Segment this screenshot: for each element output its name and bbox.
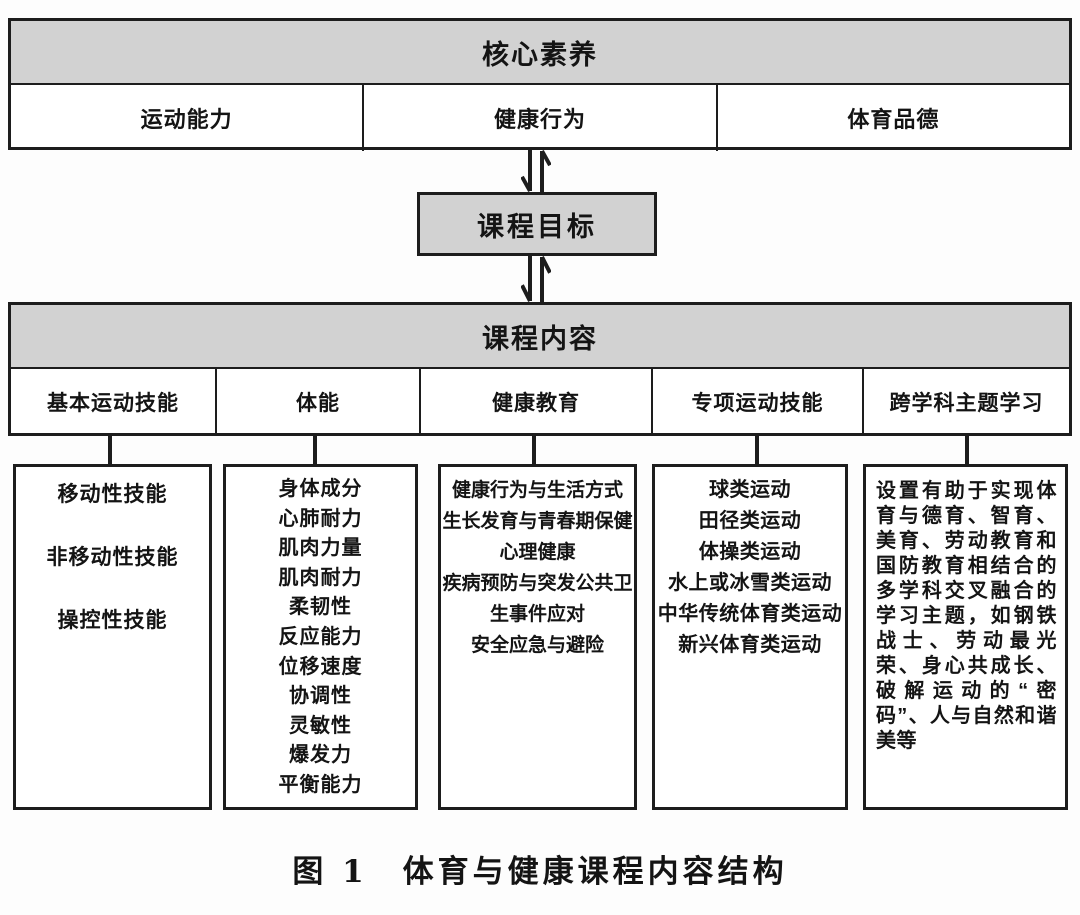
list-item: 平衡能力 bbox=[278, 773, 363, 796]
list-item: 田径类运动 bbox=[698, 510, 802, 532]
list-item: 身体成分 bbox=[278, 478, 363, 500]
connector-line bbox=[755, 436, 759, 464]
connector-line bbox=[965, 436, 969, 464]
column-health-education: 健康教育 bbox=[419, 369, 651, 435]
list-item: 操控性技能 bbox=[57, 609, 168, 632]
connector-line bbox=[532, 436, 536, 464]
interdisciplinary-paragraph: 设置有助于实现体育与德育、智育、美育、劳动教育和国防教育相结合的多学科交叉融合的… bbox=[876, 480, 1057, 752]
list-item: 协调性 bbox=[289, 685, 352, 708]
core-item-motor-ability: 运动能力 bbox=[140, 107, 233, 132]
curriculum-content-title: 课程内容 bbox=[11, 305, 1069, 369]
list-item: 体操类运动 bbox=[698, 541, 802, 563]
list-item: 非移动性技能 bbox=[46, 546, 179, 569]
curriculum-content-block: 课程内容 基本运动技能 体能 健康教育 专项运动技能 跨学科主题学习 bbox=[8, 302, 1072, 436]
up-down-arrow-icon bbox=[521, 150, 551, 192]
detail-box-health-education: 健康行为与生活方式生长发育与青春期保健心理健康疾病预防与突发公共卫生事件应对安全… bbox=[438, 464, 637, 810]
detail-box-physical-fitness: 身体成分心肺耐力肌肉力量肌肉耐力柔韧性反应能力位移速度协调性灵敏性爆发力平衡能力 bbox=[223, 464, 418, 810]
core-literacy-row: 运动能力 健康行为 体育品德 bbox=[11, 85, 1069, 151]
column-specialized-sports-skills: 专项运动技能 bbox=[651, 369, 862, 435]
curriculum-goal-box: 课程目标 bbox=[417, 192, 657, 256]
column-basic-motor-skills: 基本运动技能 bbox=[47, 392, 179, 415]
figure-caption: 图 1 体育与健康课程内容结构 bbox=[292, 854, 788, 890]
connector-line bbox=[313, 436, 317, 464]
list-item: 移动性技能 bbox=[57, 483, 168, 506]
list-item: 位移速度 bbox=[278, 655, 363, 678]
column-interdisciplinary-learning: 跨学科主题学习 bbox=[862, 369, 1069, 435]
list-item: 生长发育与青春期保健 bbox=[442, 511, 633, 532]
list-item: 健康行为与生活方式 bbox=[451, 480, 623, 501]
list-item: 安全应急与避险 bbox=[470, 635, 604, 656]
list-item: 新兴体育类运动 bbox=[678, 634, 822, 656]
detail-box-specialized-sports: 球类运动田径类运动体操类运动水上或冰雪类运动中华传统体育类运动新兴体育类运动 bbox=[652, 464, 848, 810]
double-arrow-icon bbox=[521, 150, 551, 192]
list-item: 肌肉力量 bbox=[278, 537, 363, 560]
up-down-arrow-icon bbox=[521, 256, 551, 302]
core-item-sports-morality: 体育品德 bbox=[715, 85, 1069, 151]
list-item: 爆发力 bbox=[289, 744, 352, 767]
list-item: 反应能力 bbox=[278, 625, 363, 648]
list-item: 心肺耐力 bbox=[278, 507, 363, 530]
list-item: 心理健康 bbox=[499, 542, 576, 563]
list-item: 球类运动 bbox=[709, 479, 791, 501]
core-literacy-title: 核心素养 bbox=[11, 21, 1069, 85]
double-arrow-icon bbox=[521, 256, 551, 302]
list-item: 柔韧性 bbox=[289, 596, 352, 619]
detail-box-basic-motor-skills: 移动性技能非移动性技能操控性技能 bbox=[13, 464, 212, 810]
column-physical-fitness: 体能 bbox=[215, 369, 419, 435]
list-item: 水上或冰雪类运动 bbox=[668, 572, 832, 594]
core-item-healthy-behavior: 健康行为 bbox=[362, 85, 715, 151]
list-item: 肌肉耐力 bbox=[278, 566, 363, 589]
core-literacy-block: 核心素养 运动能力 健康行为 体育品德 bbox=[8, 18, 1072, 151]
list-item: 中华传统体育类运动 bbox=[657, 603, 843, 625]
detail-box-interdisciplinary: 设置有助于实现体育与德育、智育、美育、劳动教育和国防教育相结合的多学科交叉融合的… bbox=[863, 464, 1068, 810]
content-columns-row: 基本运动技能 体能 健康教育 专项运动技能 跨学科主题学习 bbox=[11, 369, 1069, 435]
list-item: 灵敏性 bbox=[289, 714, 352, 737]
list-item: 疾病预防与突发公共卫生事件应对 bbox=[442, 573, 633, 625]
connector-line bbox=[108, 436, 112, 464]
